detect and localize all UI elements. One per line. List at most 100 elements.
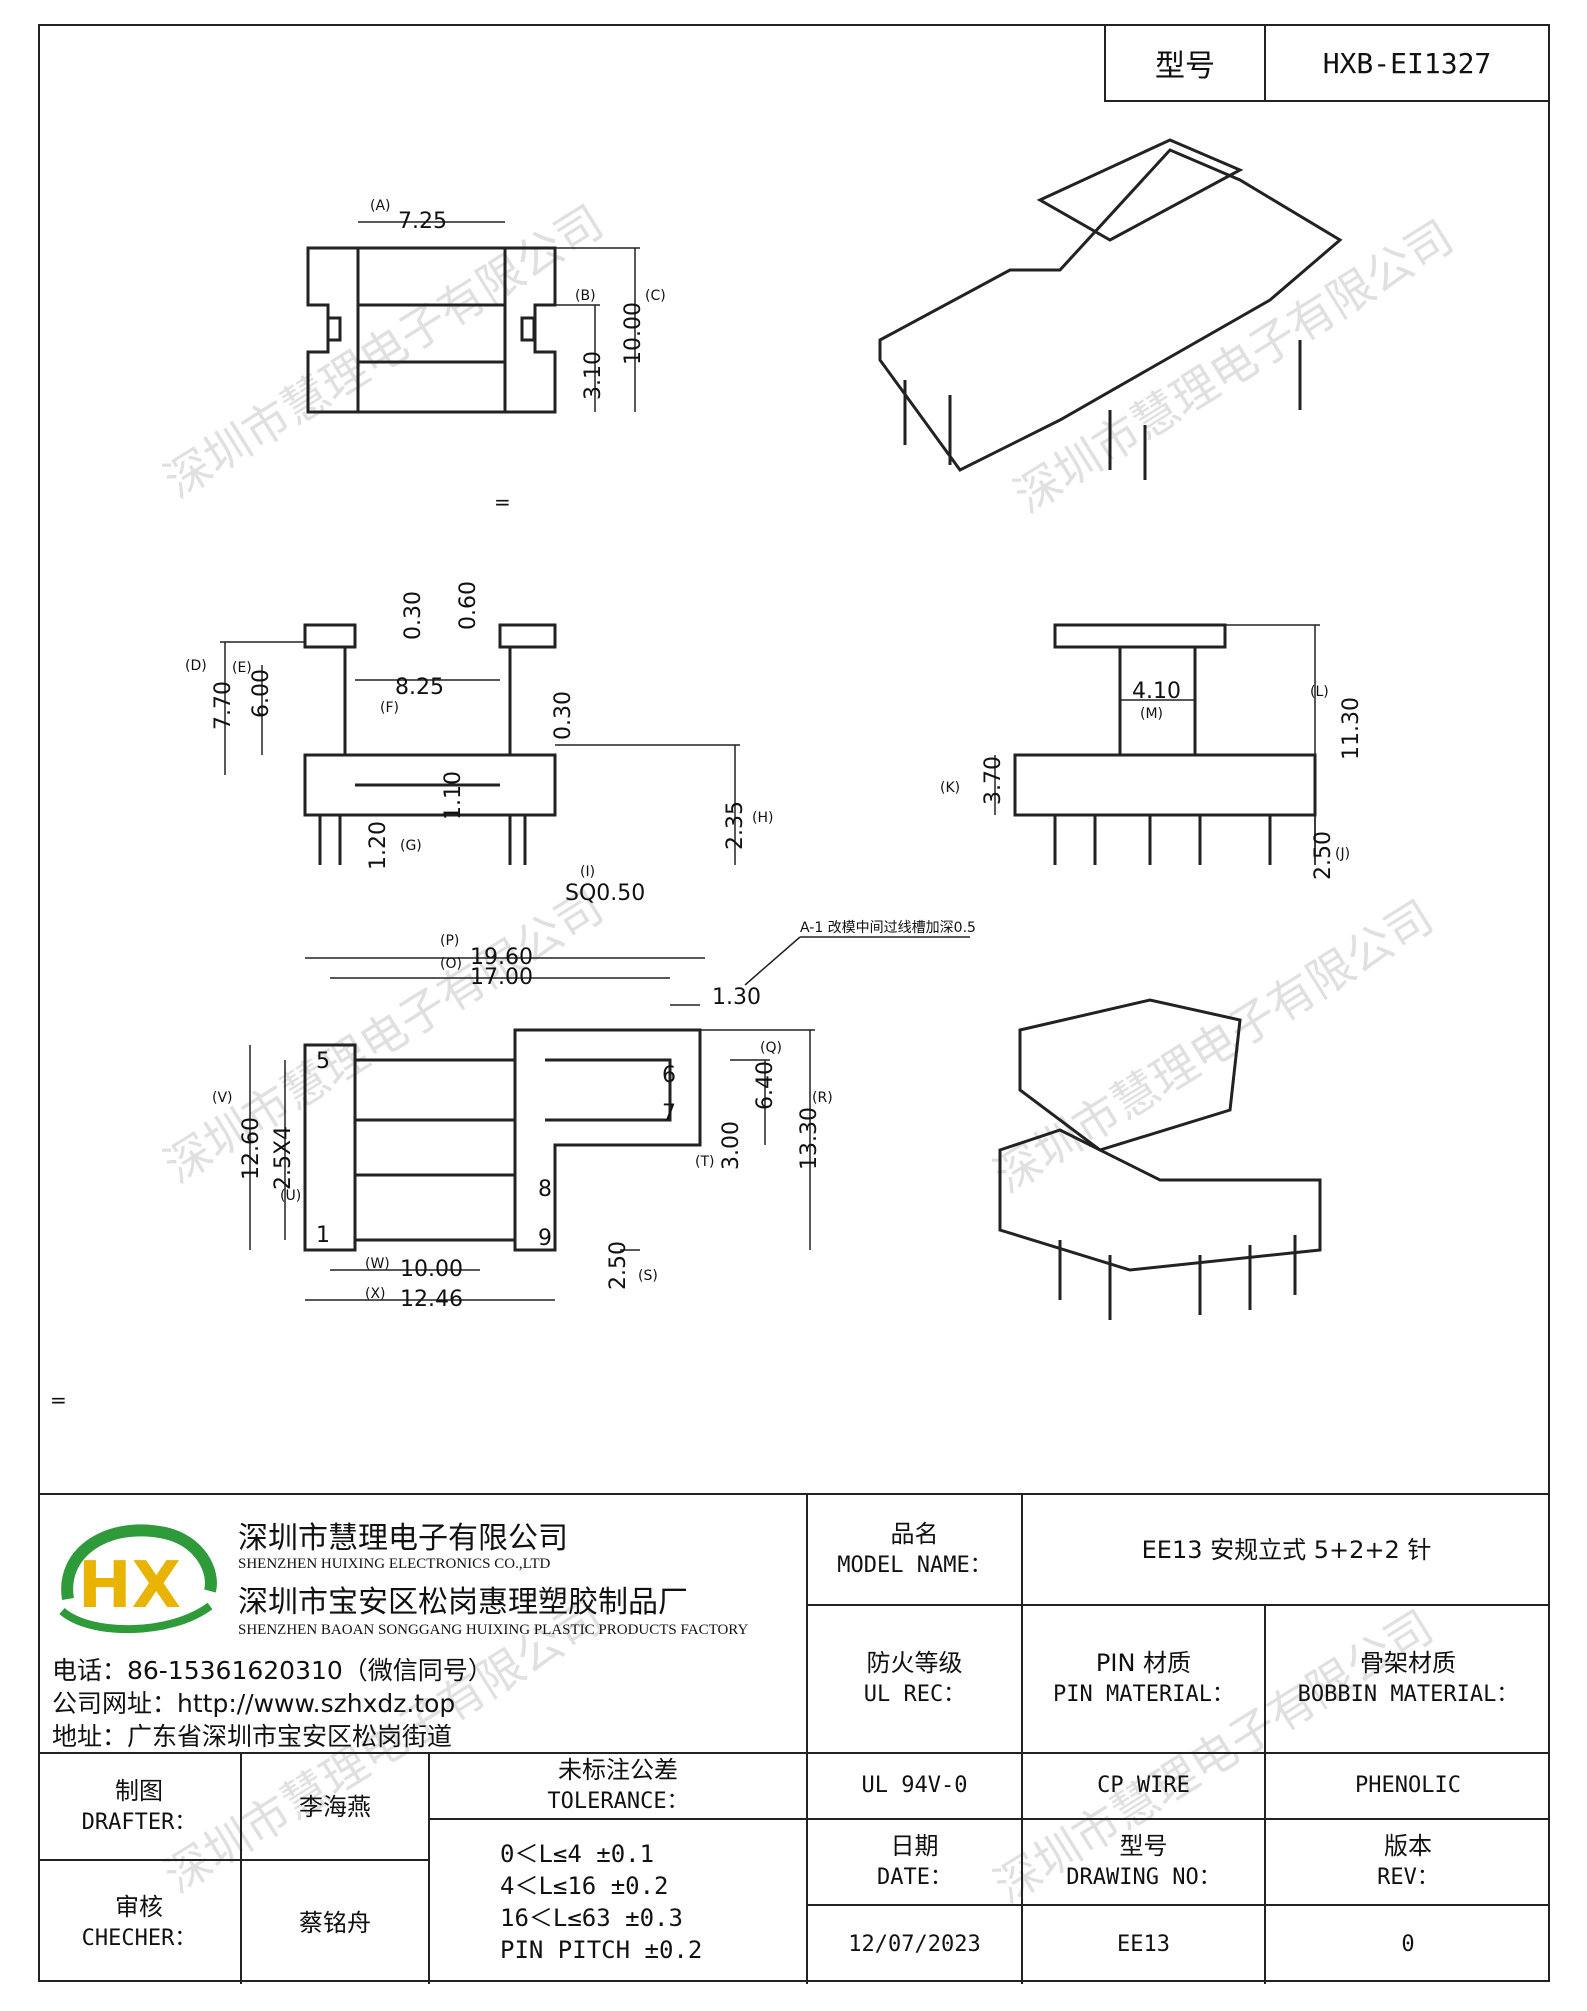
checker-label: 审核 CHECHER： [38, 1861, 242, 1984]
dim-b: 3.10 [581, 351, 606, 400]
dim-u: 2.5X4 [271, 1126, 296, 1190]
dim-q: 6.40 [753, 1061, 778, 1110]
dim-r: 13.30 [797, 1107, 822, 1170]
label-l: (L) [1310, 684, 1329, 700]
pin-material-value: CP WIRE [1023, 1754, 1266, 1820]
front-view [303, 623, 557, 865]
company-info: HX 深圳市慧理电子有限公司 SHENZHEN HUIXING ELECTRON… [38, 1495, 808, 1754]
dim-030b: 0.30 [551, 691, 576, 740]
ul-en: UL REC： [863, 1682, 966, 1707]
checker-value: 蔡铭舟 [242, 1861, 430, 1984]
label-w: (W) [365, 1256, 390, 1272]
tolerance-values: 0＜L≤4 ±0.1 4＜L≤16 ±0.2 16＜L≤63 ±0.3 PIN … [430, 1820, 808, 1984]
date-en: DATE： [877, 1865, 952, 1890]
phone: 电话：86-15361620310（微信同号） [52, 1656, 493, 1685]
model-name-en: MODEL NAME： [837, 1552, 992, 1578]
tolerance-line: PIN PITCH ±0.2 [500, 1936, 703, 1964]
label-v: (V) [212, 1090, 233, 1106]
dim-v: 12.60 [239, 1117, 264, 1180]
label-d: (D) [185, 658, 207, 674]
bobbin-material-label: 骨架材质 BOBBIN MATERIAL： [1266, 1606, 1550, 1754]
drawing-no-label: 型号 DRAWING NO： [1023, 1820, 1266, 1906]
dim-i: SQ0.50 [565, 881, 645, 906]
tolerance-line: 16＜L≤63 ±0.3 [500, 1904, 683, 1932]
drafter-cn: 制图 [115, 1776, 163, 1805]
dim-g: 1.20 [366, 821, 391, 870]
label-o: (O) [440, 956, 462, 972]
dim-110: 1.10 [441, 771, 466, 820]
label-b: (B) [575, 288, 596, 304]
model-name-label: 品名 MODEL NAME： [808, 1495, 1023, 1606]
side-view [1013, 623, 1317, 865]
label-c: (C) [645, 288, 666, 304]
isometric-view-top [878, 138, 1343, 480]
label-p: (P) [440, 933, 459, 949]
pin-label-5: 5 [316, 1049, 330, 1074]
dim-030a: 0.30 [401, 591, 426, 640]
stray-mark: = [494, 490, 511, 514]
factory-name-cn: 深圳市宝安区松岗惠理塑胶制品厂 [238, 1585, 688, 1620]
label-e: (E) [232, 660, 252, 676]
pin-label-8: 8 [538, 1177, 552, 1202]
rev-en: REV： [1377, 1865, 1439, 1890]
dim-060: 0.60 [456, 581, 481, 630]
tolerance-en: TOLERANCE： [547, 1789, 689, 1814]
drawing-no-en: DRAWING NO： [1066, 1865, 1221, 1890]
dim-d: 7.70 [211, 681, 236, 730]
dim-w: 10.00 [400, 1257, 463, 1282]
dim-h: 2.35 [723, 801, 748, 850]
tolerance-line: 0＜L≤4 ±0.1 [500, 1840, 655, 1868]
dim-l: 11.30 [1339, 697, 1364, 760]
dim-t: 3.00 [719, 1121, 744, 1170]
date-label: 日期 DATE： [808, 1820, 1023, 1906]
label-u: (U) [280, 1188, 301, 1204]
date-cn: 日期 [890, 1832, 939, 1860]
ul-cn: 防火等级 [866, 1649, 963, 1677]
bobbin-material-value: PHENOLIC [1266, 1754, 1550, 1820]
dim-n: 1.30 [712, 985, 761, 1010]
checker-en: CHECHER： [81, 1925, 197, 1951]
modification-note: A-1 改模中间过线槽加深0.5 [800, 920, 976, 936]
pin-label-6: 6 [662, 1063, 676, 1088]
drafter-value: 李海燕 [242, 1754, 430, 1861]
address: 地址：广东省深圳市宝安区松岗街道 [52, 1722, 453, 1751]
tolerance-label: 未标注公差 TOLERANCE： [430, 1754, 808, 1820]
drafter-en: DRAFTER： [81, 1809, 197, 1835]
dim-p: 19.60 [470, 945, 533, 970]
isometric-view-bottom [998, 998, 1322, 1320]
bobbin-en: BOBBIN MATERIAL： [1297, 1682, 1519, 1707]
rev-cn: 版本 [1384, 1832, 1432, 1860]
pin-material-label: PIN 材质 PIN MATERIAL： [1023, 1606, 1266, 1754]
dim-a: 7.25 [398, 209, 447, 234]
dim-f: 8.25 [395, 675, 444, 700]
drawing-no-cn: 型号 [1119, 1832, 1168, 1860]
label-m: (M) [1140, 706, 1163, 722]
company-name-en: SHENZHEN HUIXING ELECTRONICS CO.,LTD [238, 1556, 551, 1572]
drawing-no-value: EE13 [1023, 1906, 1266, 1984]
dim-o: 17.00 [470, 965, 533, 990]
rev-label: 版本 REV： [1266, 1820, 1550, 1906]
label-q: (Q) [760, 1040, 782, 1056]
model-label: 型号 [1106, 26, 1266, 100]
model-name-cn: 品名 [890, 1519, 939, 1548]
dim-j: 2.50 [1311, 831, 1336, 880]
title-block: HX 深圳市慧理电子有限公司 SHENZHEN HUIXING ELECTRON… [38, 1493, 1550, 1984]
drafter-label: 制图 DRAFTER： [38, 1754, 242, 1861]
company-logo: HX [59, 1524, 217, 1634]
tolerance-line: 4＜L≤16 ±0.2 [500, 1872, 669, 1900]
pin-label-1: 1 [316, 1223, 330, 1248]
label-h: (H) [752, 810, 773, 826]
model-name-value: EE13 安规立式 5+2+2 针 [1023, 1495, 1550, 1606]
pin-label-7: 7 [662, 1101, 676, 1126]
dim-m: 4.10 [1132, 679, 1181, 704]
label-i: (I) [580, 864, 595, 880]
dim-e: 6.00 [249, 669, 274, 718]
bobbin-cn: 骨架材质 [1360, 1649, 1456, 1677]
label-x: (X) [365, 1286, 386, 1302]
label-t: (T) [695, 1154, 714, 1170]
model-value: HXB-EI1327 [1322, 46, 1492, 80]
pin-en: PIN MATERIAL： [1053, 1682, 1234, 1707]
label-k: (K) [940, 780, 960, 796]
factory-name-en: SHENZHEN BAOAN SONGGANG HUIXING PLASTIC … [238, 1622, 749, 1638]
label-r: (R) [812, 1090, 833, 1106]
